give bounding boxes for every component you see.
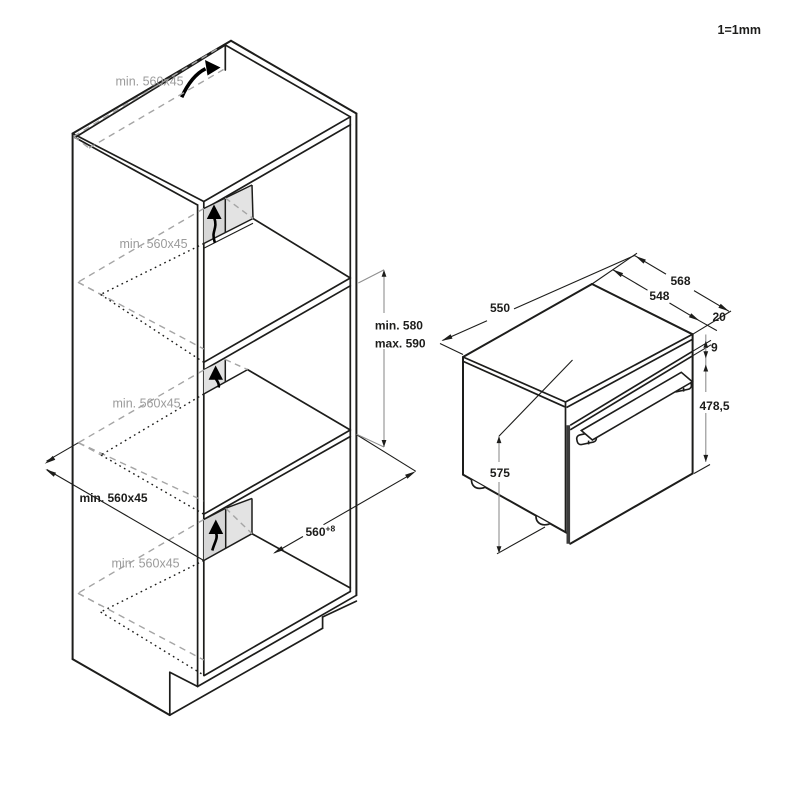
svg-text:550: 550: [490, 301, 510, 315]
svg-text:20: 20: [713, 310, 727, 324]
svg-text:9: 9: [711, 341, 718, 355]
svg-text:min. 560x45: min. 560x45: [113, 397, 181, 411]
svg-text:548: 548: [649, 289, 669, 303]
svg-text:max. 590: max. 590: [375, 336, 426, 350]
svg-text:min. 560x45: min. 560x45: [112, 557, 180, 571]
svg-text:478,5: 478,5: [700, 399, 730, 413]
svg-text:min. 560x45: min. 560x45: [116, 75, 184, 89]
svg-text:1=1mm: 1=1mm: [718, 23, 761, 37]
svg-text:min. 560x45: min. 560x45: [80, 491, 148, 505]
svg-text:min. 580: min. 580: [375, 318, 423, 332]
svg-text:568: 568: [671, 274, 691, 288]
svg-text:575: 575: [490, 466, 510, 480]
svg-text:min. 560x45: min. 560x45: [120, 237, 188, 251]
